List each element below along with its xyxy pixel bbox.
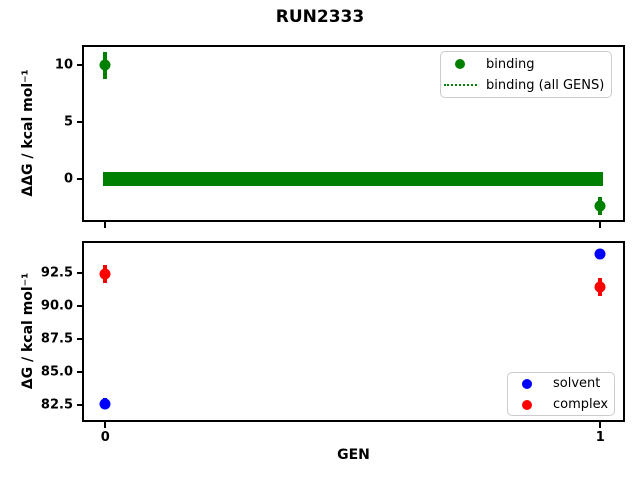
x-axis-label: GEN [337,447,370,463]
y-tick [77,337,82,340]
legend-label-solvent: solvent [553,376,601,391]
y-tick [77,271,82,274]
binding-dot-icon [441,59,479,69]
series-band-binding-all-gens- [103,171,604,187]
y-tick [77,177,82,180]
y-tick [77,304,82,307]
dotted-line-icon [441,84,479,86]
y-tick-label: 92.5 [40,265,73,281]
data-point-binding [99,59,111,71]
data-point-binding [594,200,606,212]
top-subplot: 0 5 10 [55,45,625,228]
legend-top: binding binding (all GENS) [440,51,612,98]
legend-item-binding: binding [441,54,611,75]
legend-item-complex: complex [508,394,614,415]
x-tick [599,222,602,228]
y-tick-label: 10 [54,57,73,73]
data-point-complex [99,268,111,280]
data-point-complex [594,281,606,293]
y-tick-label: 82.5 [40,397,73,413]
legend-item-solvent: solvent [508,373,614,394]
y-axis-label-bottom: ΔG / kcal mol⁻¹ [20,272,36,390]
x-tick-label: 1 [595,430,605,445]
figure-title: RUN2333 [275,7,365,27]
bottom-subplot-spines [82,241,625,422]
complex-dot-icon [508,399,546,410]
legend-label-binding-all-gens: binding (all GENS) [486,77,605,93]
y-tick [77,370,82,373]
x-tick [599,422,602,428]
y-tick [77,403,82,406]
y-tick-label: 90.0 [40,298,73,314]
x-tick [104,222,107,228]
y-tick-label: 85.0 [40,364,73,380]
y-axis-label-top: ΔΔG / kcal mol⁻¹ [20,69,36,197]
data-point-solvent [594,248,606,260]
x-tick-label: 0 [100,430,110,445]
x-tick [104,422,107,428]
legend-bottom: solvent complex [507,372,615,416]
legend-label-complex: complex [553,397,609,412]
data-point-solvent [99,398,111,409]
solvent-dot-icon [508,378,546,389]
y-tick-label: 5 [63,114,73,130]
y-tick-label: 0 [63,171,73,187]
y-tick [77,64,82,67]
legend-item-binding-all-gens: binding (all GENS) [441,75,611,96]
legend-label-binding: binding [486,56,535,72]
top-subplot-spines [82,45,625,222]
y-tick-label: 87.5 [40,331,73,347]
bottom-subplot: 82.5 85.0 87.5 90.0 92.5 0 1 [41,241,625,445]
y-tick [77,121,82,124]
